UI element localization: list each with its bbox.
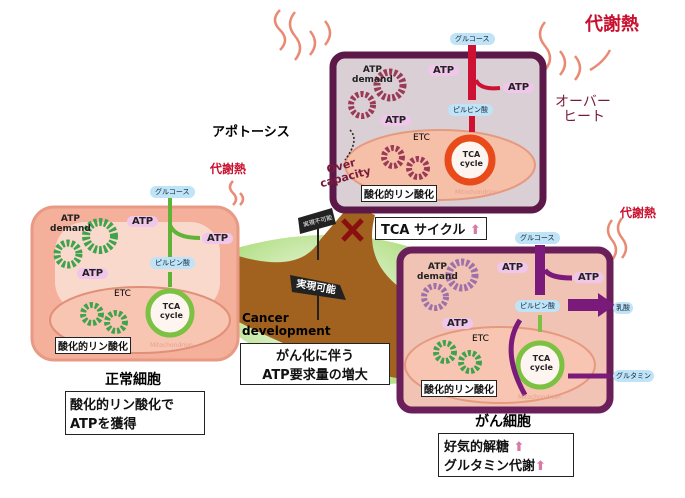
glutamine-pill: グルタミン [613, 370, 654, 382]
pyruvate-pill: ピルビン酸 [448, 104, 493, 116]
atp-badge: ATP [573, 272, 605, 283]
atp-badge: ATP [503, 82, 535, 93]
mitochondrion-label: Mitochondrion [518, 394, 561, 401]
glucose-pill: グルコース [150, 186, 195, 198]
up-arrow-icon: ⬆ [535, 459, 546, 474]
oxphos-label: 酸化的リン酸化 [55, 337, 131, 354]
cancer-tca-ring [515, 340, 565, 390]
heat-label-top: 代謝熱 [585, 14, 639, 35]
heat-label-normal: 代謝熱 [210, 162, 247, 176]
cancer-cell-title: がん細胞 [475, 414, 531, 430]
cancer-cell-description: 好気的解糖 ⬆グルタミン代謝⬆ [438, 433, 574, 477]
atp-badge: ATP [77, 268, 109, 279]
signposts [290, 208, 364, 320]
pyruvate-pill: ピルビン酸 [515, 300, 560, 312]
mitochondrion-label: Mitochondrion [150, 342, 193, 349]
atp-badge: ATP [442, 318, 474, 329]
atp-badge: ATP [497, 262, 529, 273]
up-arrow-icon: ⬆ [513, 440, 525, 455]
atp-badge: ATP [202, 233, 234, 244]
normal-cell-title: 正常細胞 [105, 372, 161, 388]
oxphos-label: 酸化的リン酸化 [361, 185, 437, 202]
atp-badge: ATP [428, 65, 460, 76]
up-arrow-icon: ⬆ [469, 223, 481, 238]
overheat-label: オーバーヒート [555, 94, 611, 126]
glucose-pill: グルコース [515, 232, 560, 244]
etc-label: ETC [114, 289, 131, 299]
tca-up-label: TCA サイクル ⬆ [375, 217, 487, 240]
mitochondrion-label: Mitochondrion [455, 189, 498, 196]
atp-badge: ATP [380, 115, 412, 126]
etc-label: ETC [413, 133, 430, 143]
lactate-pill: 乳酸 [613, 302, 633, 314]
glucose-pill: グルコース [450, 33, 495, 45]
etc-label: ETC [472, 334, 489, 344]
overcapacity-tca-ring [444, 134, 496, 186]
heat-label-cancer: 代謝熱 [620, 206, 657, 220]
normal-tca-ring [145, 288, 195, 338]
x-mark [341, 218, 364, 242]
gears [53, 68, 482, 374]
apoptosis-label: アポトーシス [212, 125, 290, 140]
atp-badge: ATP [127, 216, 159, 227]
flow-arrows [168, 45, 615, 397]
heat-waves [228, 9, 628, 261]
pyruvate-pill: ピルビン酸 [150, 257, 195, 269]
oxphos-label: 酸化的リン酸化 [421, 380, 497, 397]
